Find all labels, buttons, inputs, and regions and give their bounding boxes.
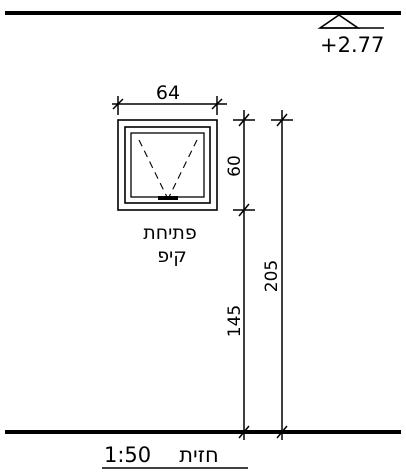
level-value: +2.77 [320,33,384,57]
vertical-dimension-total: 205 [262,110,293,440]
window-height-label: 60 [225,155,245,177]
title-text: חזית [179,443,219,467]
window-opening-left [138,139,168,198]
window-handle-icon [158,196,178,200]
window-type-label-line2: קיפ [157,245,187,267]
level-triangle-icon [317,14,361,29]
title-scale: 1:50 [104,443,151,467]
window-outer-frame [117,119,218,211]
window-type-label-line1: פתיחת [143,222,197,244]
window-sash [130,132,205,198]
window-width-label: 64 [156,82,180,104]
window-kip [117,119,218,211]
drawing-title: חזית 1:50 [102,443,248,469]
total-height-label: 205 [262,260,282,292]
window-inner-frame [124,126,211,204]
sill-height-label: 145 [225,305,245,337]
level-marker: +2.77 [317,14,384,57]
vertical-dimension-inner: 60 145 [225,110,255,440]
window-opening-right [168,139,198,198]
window-width-dimension: 64 [112,82,227,115]
